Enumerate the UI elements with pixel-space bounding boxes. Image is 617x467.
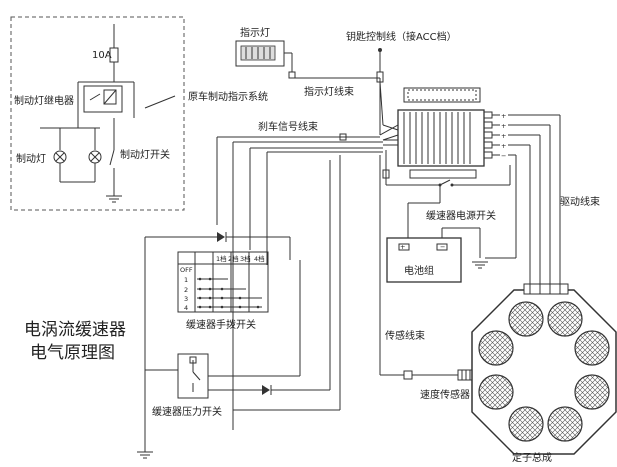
switch-col-2: 2档	[228, 254, 239, 263]
switch-row-3: 3	[184, 295, 188, 303]
brake-switch-contact	[109, 149, 115, 166]
manual-switch-label: 缓速器手拨开关	[186, 318, 256, 331]
switch-col-1: 1档	[216, 254, 227, 263]
relay-coil	[103, 89, 117, 105]
stator-coil-6	[508, 406, 544, 442]
retarder-power-switch-label: 缓速器电源开关	[426, 209, 496, 222]
diode-1	[217, 232, 225, 242]
controller-unit: + + + + −	[397, 87, 506, 179]
svg-text:+: +	[501, 142, 506, 150]
switch-row-2: 2	[184, 286, 188, 294]
pressure-switch-label: 缓速器压力开关	[152, 405, 222, 418]
svg-text:+: +	[501, 132, 506, 140]
original-system-box	[10, 16, 185, 211]
power-switch-contact	[439, 179, 451, 186]
switch-row-4: 4	[184, 304, 188, 312]
stator-coil-8	[478, 330, 514, 366]
stator-coil-2	[547, 301, 583, 337]
switch-row-off: OFF	[180, 266, 193, 274]
diagram-title-line2: 电气原理图	[30, 343, 115, 363]
speed-sensor-label: 速度传感器	[420, 388, 470, 401]
battery-box	[386, 237, 462, 283]
drive-harness-label: 驱动线束	[560, 195, 600, 208]
switch-row-1: 1	[184, 276, 188, 284]
svg-text:+: +	[400, 243, 405, 251]
diagram-title-line1: 电涡流缓速器	[24, 320, 126, 340]
brake-light-switch-label: 制动灯开关	[120, 148, 170, 161]
stator-coil-3	[574, 330, 610, 366]
brake-light-label: 制动灯	[16, 152, 46, 165]
indicator-light-label: 指示灯	[240, 26, 270, 39]
manual-switch-table: 1档 2档 3档 4档 OFF 1 2 3 4	[177, 251, 269, 313]
switch-col-4: 4档	[254, 254, 265, 263]
stator-coil-5	[547, 406, 583, 442]
svg-text:−: −	[440, 243, 445, 251]
switch-col-3: 3档	[240, 254, 251, 263]
brake-relay-label: 制动灯继电器	[14, 94, 74, 107]
stator-coil-1	[508, 301, 544, 337]
battery-label: 电池组	[404, 264, 434, 277]
stator-coil-4	[574, 374, 610, 410]
original-system-label: 原车制动指示系统	[188, 90, 268, 103]
stator-assembly-label: 定子总成	[512, 451, 552, 464]
svg-text:+: +	[501, 112, 506, 120]
svg-text:+: +	[501, 122, 506, 130]
stator-assembly	[471, 283, 617, 455]
brake-signal-harness-label: 刹车信号线束	[258, 120, 318, 133]
fuse-label: 10A	[92, 50, 112, 61]
key-control-line-label: 钥匙控制线（接ACC档）	[346, 30, 457, 43]
diode-2	[262, 385, 270, 395]
svg-text:−: −	[501, 152, 506, 160]
brake-relay-box	[83, 85, 123, 113]
sensor-harness-label: 传感线束	[385, 329, 425, 342]
indicator-harness-label: 指示灯线束	[304, 85, 354, 98]
stator-coil-7	[478, 374, 514, 410]
